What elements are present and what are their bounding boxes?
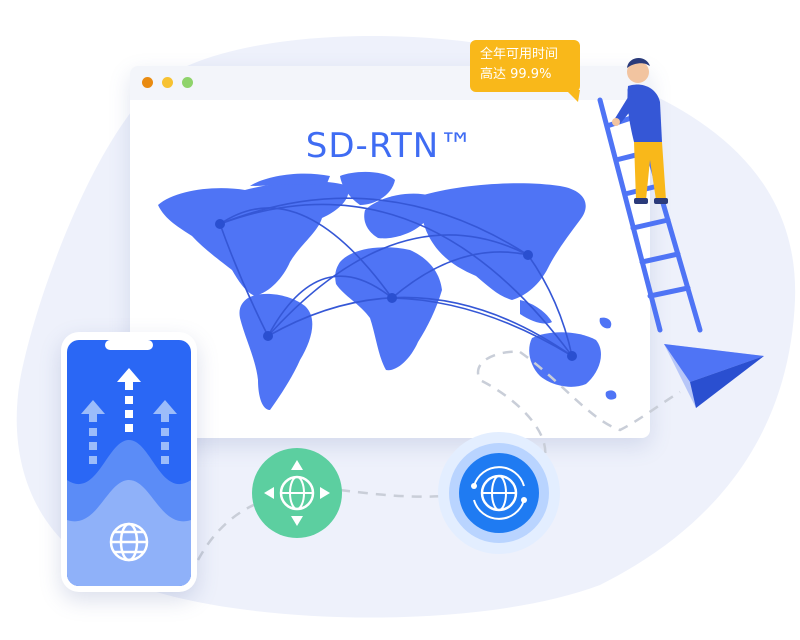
phone-illustration — [61, 332, 197, 592]
window-dot-green — [182, 77, 193, 88]
continent-africa — [335, 247, 442, 371]
availability-bubble: 全年可用时间 高达 99.9% — [470, 40, 580, 92]
continent-europe — [364, 193, 435, 239]
network-nodes — [215, 219, 577, 361]
node-africa — [387, 293, 397, 303]
arrow-up-left-icon — [81, 400, 105, 464]
continent-greenland — [340, 171, 395, 205]
window-dot-yellow — [162, 77, 173, 88]
arrow-up-icon — [117, 368, 141, 432]
phone-screen — [67, 340, 191, 586]
continent-north-america — [158, 181, 349, 296]
node-south-america — [263, 331, 273, 341]
bubble-line-2: 高达 99.9% — [480, 67, 552, 82]
ladder-person-illustration — [597, 57, 703, 333]
arrow-up-right-icon — [153, 400, 177, 464]
node-australia — [567, 351, 577, 361]
globe-compass-icon — [252, 448, 342, 538]
bubble-tail — [566, 90, 580, 102]
window-dot-orange — [142, 77, 153, 88]
bubble-line-1: 全年可用时间 — [480, 47, 559, 62]
paper-plane-icon — [664, 344, 764, 408]
page-title: SD-RTN™ — [305, 126, 475, 166]
continent-australia — [529, 332, 601, 387]
globe-network-icon — [438, 432, 560, 554]
person — [612, 57, 668, 204]
continent-asia — [420, 183, 586, 300]
globe-icon — [109, 522, 149, 562]
node-north-america — [215, 219, 225, 229]
connection-arcs — [219, 197, 573, 357]
node-asia — [523, 250, 533, 260]
